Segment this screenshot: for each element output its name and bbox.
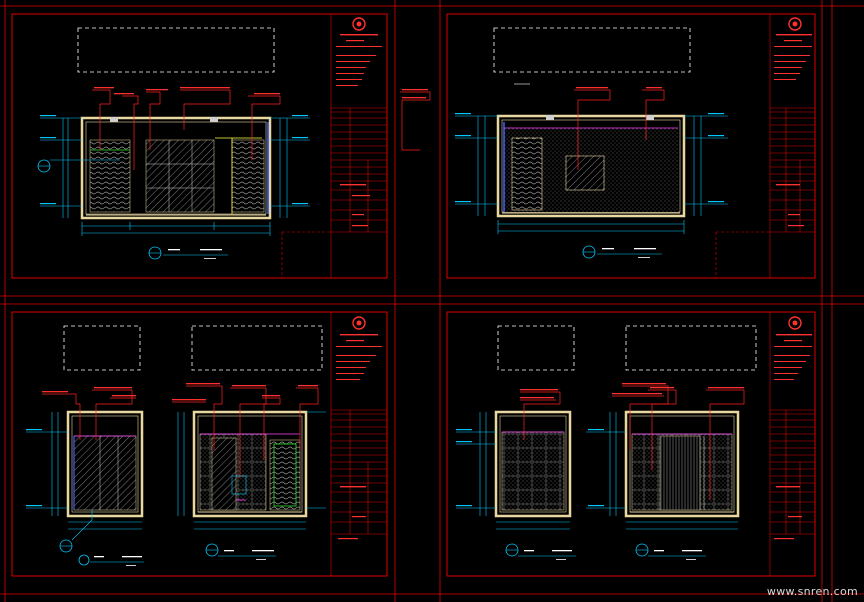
watermark-text: www.snren.com: [766, 585, 858, 598]
level-labels-ef: [456, 429, 604, 507]
callout-leaders-a: [92, 89, 281, 170]
dashed-placeholder-box: [63, 325, 141, 371]
sheet-bottom-right: [446, 311, 816, 577]
callout-texts-a: [94, 87, 280, 95]
callout-texts-cd: [42, 383, 318, 401]
dimension-lines-cd: [26, 411, 326, 530]
elevation-drawing-c: [66, 410, 144, 518]
sheet-top-right: [400, 13, 816, 279]
logo-icon: [788, 316, 802, 330]
view-title-e: [505, 543, 576, 560]
dashed-placeholder-box: [497, 325, 575, 371]
section-marker-icon: [59, 510, 93, 553]
title-block: [330, 312, 387, 576]
dashed-placeholder-box: [77, 27, 275, 73]
elevation-drawing-b: [496, 114, 686, 218]
callout-leaders-ef: [520, 385, 745, 500]
elevation-drawing-f: [624, 410, 740, 518]
title-block: [330, 14, 387, 278]
logo-icon: [788, 17, 802, 31]
dashed-placeholder-box: [191, 325, 323, 371]
stamp-box: [281, 231, 331, 278]
sheet-top-left: [11, 13, 388, 279]
view-title-b: [582, 245, 662, 259]
elevation-drawing-a: [80, 116, 272, 220]
sheet-bottom-left: [11, 311, 388, 577]
title-block: [769, 14, 815, 278]
elevation-drawing-e: [494, 410, 572, 518]
level-labels-b: [455, 113, 724, 203]
title-block: [769, 312, 815, 576]
title-block-notes: [774, 34, 812, 227]
logo-icon: [352, 316, 366, 330]
title-block-notes: [774, 334, 812, 540]
dimension-lines-a: [40, 117, 310, 236]
dashed-placeholder-box: [625, 325, 757, 371]
dimension-lines-ef: [456, 412, 738, 530]
dashed-placeholder-box: [493, 27, 691, 73]
logo-icon: [352, 17, 366, 31]
view-title-c: [78, 554, 144, 566]
level-labels-cd: [26, 429, 42, 507]
view-title-f: [635, 543, 706, 560]
section-marker-icon: [37, 159, 120, 173]
level-labels-a: [40, 115, 308, 205]
dimension-lines-b: [455, 115, 728, 234]
title-block-notes: [336, 34, 382, 227]
title-block-notes: [336, 334, 382, 540]
stamp-box: [715, 231, 770, 278]
view-title-a: [148, 246, 228, 260]
view-title-d: [205, 543, 276, 560]
callout-texts-b: [402, 87, 662, 99]
elevation-drawing-d: [192, 410, 308, 518]
callout-leaders-cd: [42, 385, 319, 478]
callout-leaders-b: [400, 89, 665, 170]
callout-texts-ef: [520, 383, 744, 399]
